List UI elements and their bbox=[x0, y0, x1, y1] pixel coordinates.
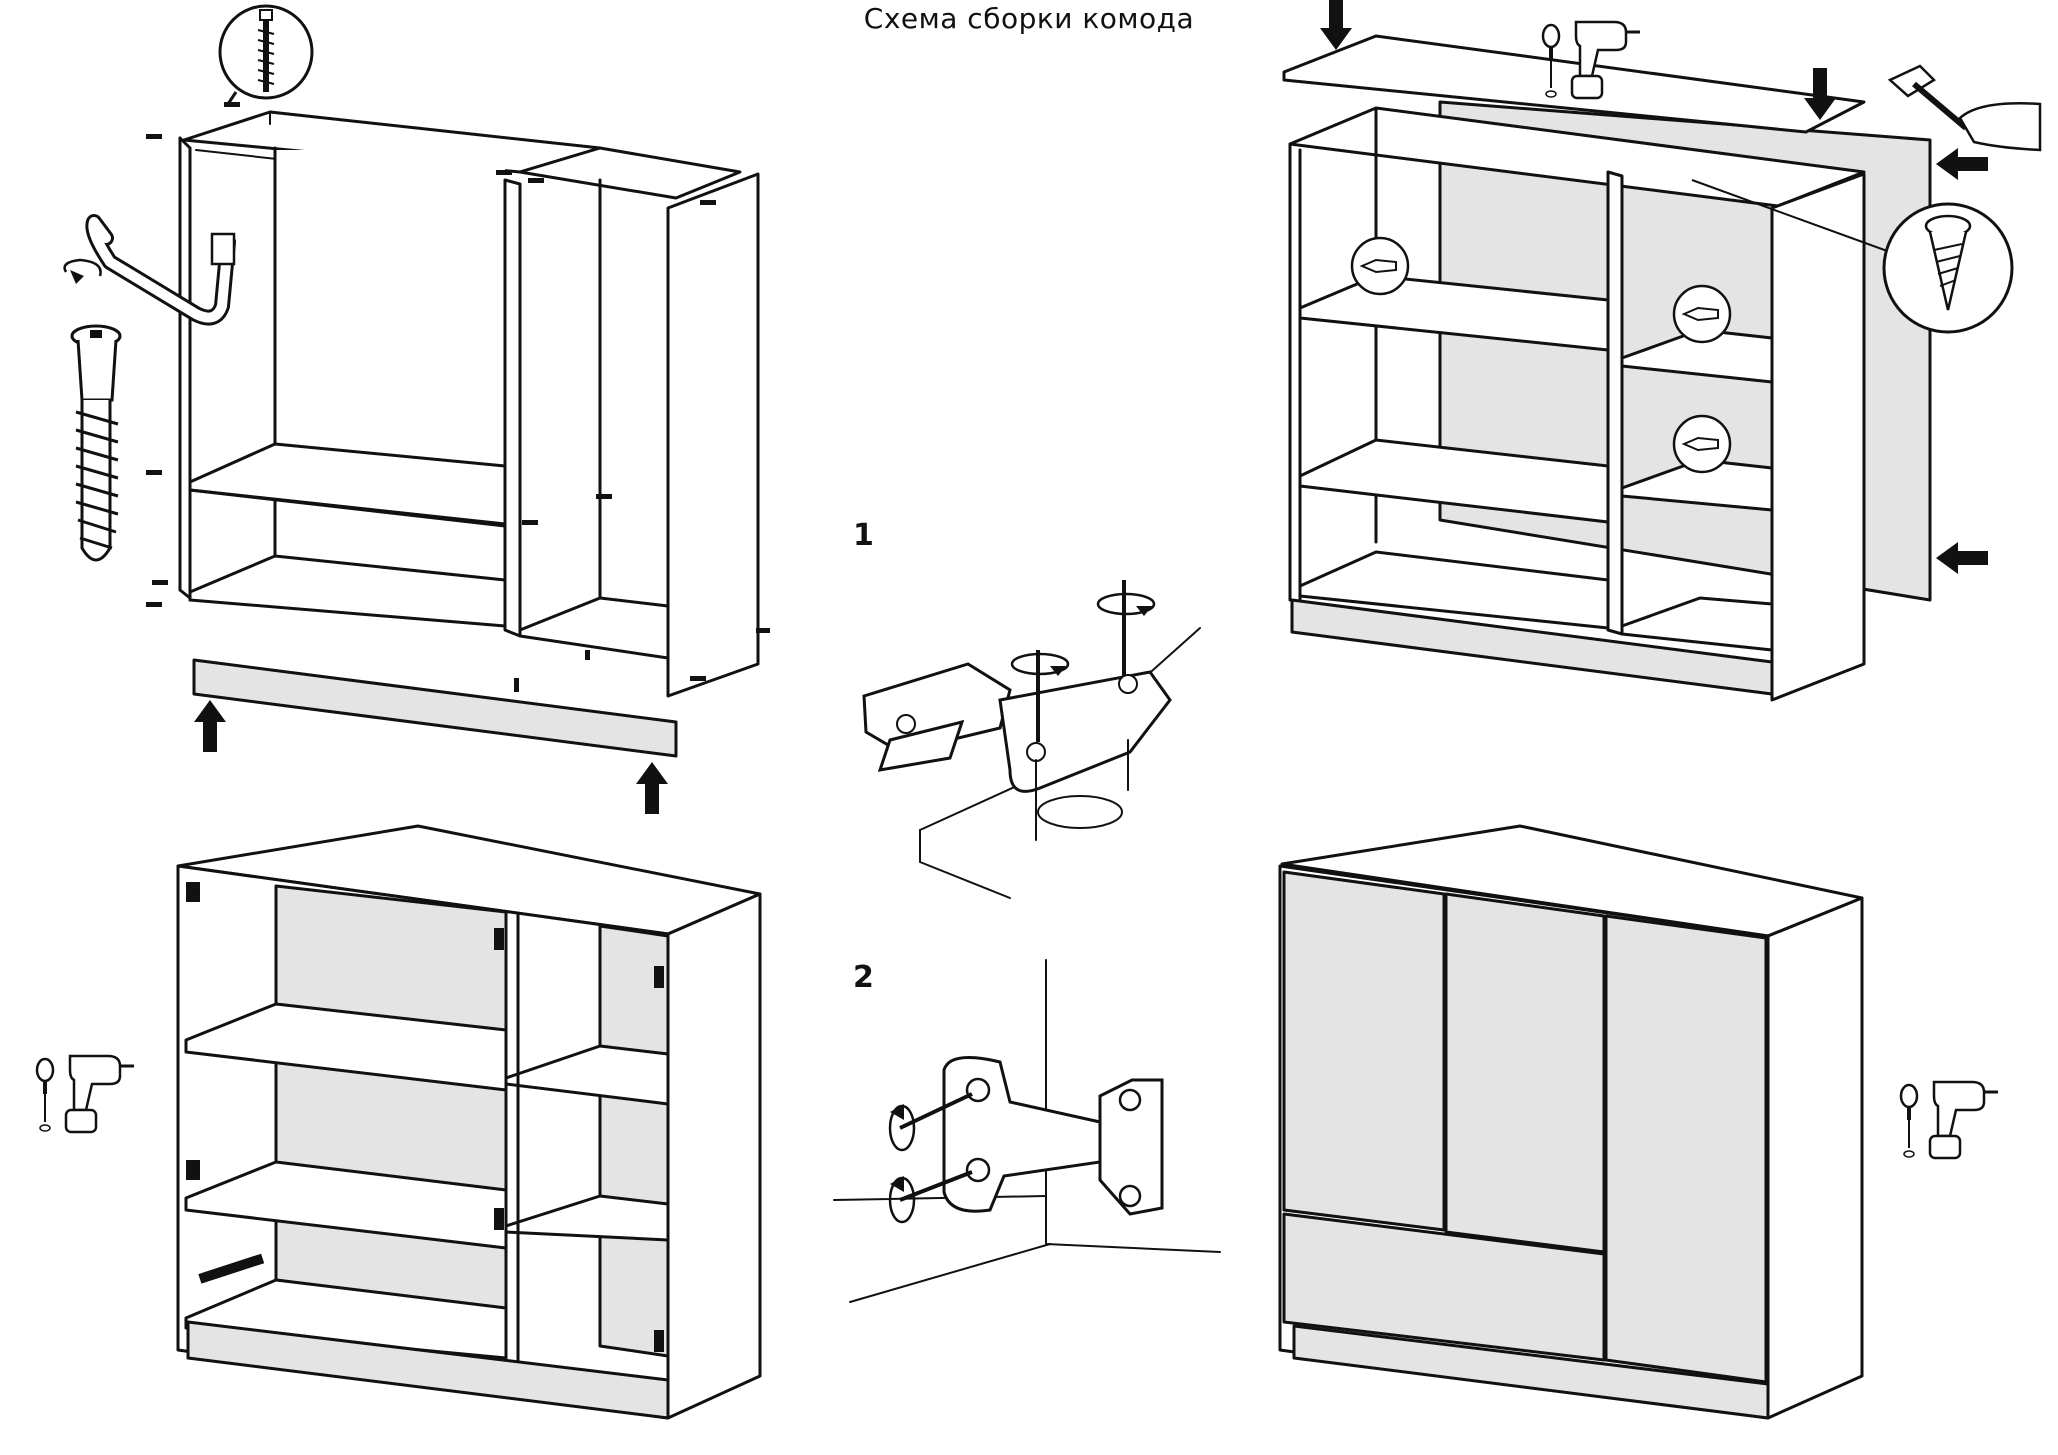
allen-key-icon bbox=[85, 214, 236, 326]
rotation-icon bbox=[1010, 592, 1156, 676]
hammer-icon bbox=[1887, 64, 2042, 152]
power-drill-icon bbox=[1899, 1080, 2000, 1160]
finished-dresser-drawing bbox=[1278, 824, 2000, 1420]
rotation-icon bbox=[888, 1104, 916, 1224]
power-drill-icon bbox=[35, 1054, 136, 1134]
arrow-icon bbox=[1936, 148, 1988, 180]
arrow-icon bbox=[194, 700, 226, 752]
hinge-icon bbox=[862, 662, 1172, 793]
step-label-2: 2 bbox=[853, 960, 874, 995]
hinge-detail-step-2 bbox=[833, 959, 1221, 1303]
hinge-icon bbox=[942, 1056, 1164, 1216]
rotation-icon bbox=[63, 258, 102, 284]
carcass-assembly-drawing bbox=[63, 4, 770, 814]
dowel-detail-icon bbox=[1350, 236, 1732, 474]
back-panel-and-top-drawing bbox=[1282, 0, 2042, 702]
arrow-icon bbox=[1320, 0, 1352, 50]
shelves-and-hinges-drawing bbox=[35, 824, 762, 1420]
arrow-icon bbox=[1936, 542, 1988, 574]
screw-detail-icon bbox=[1691, 179, 2014, 334]
arrow-icon bbox=[636, 762, 668, 814]
screw-detail-icon bbox=[70, 324, 122, 562]
hinge-detail-step-1 bbox=[862, 580, 1201, 899]
cam-bolt-icon bbox=[218, 4, 314, 105]
step-label-1: 1 bbox=[853, 518, 874, 553]
page-title: Схема сборки комода bbox=[863, 2, 1195, 35]
